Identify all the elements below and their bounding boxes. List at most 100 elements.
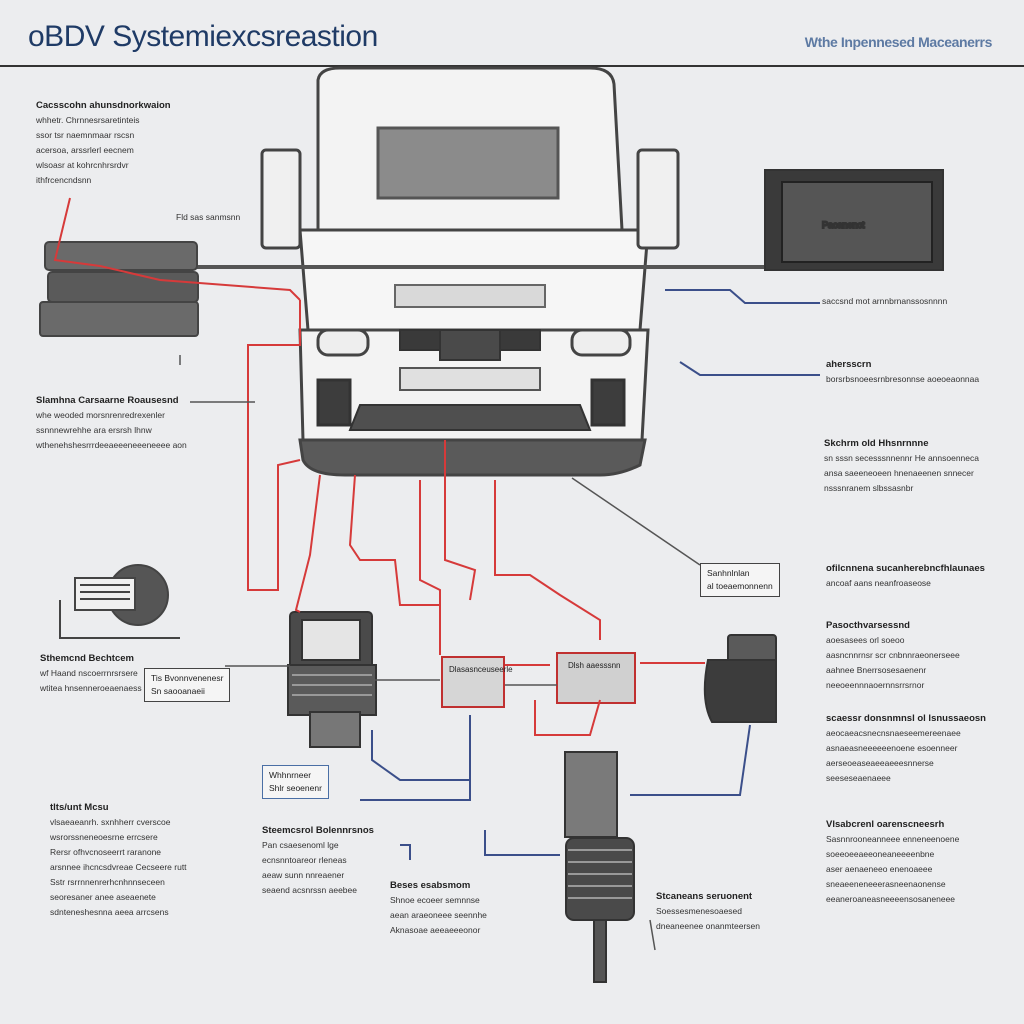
- callout-box-b-line: Shlr seoenenr: [269, 783, 322, 793]
- relay-boxes: [441, 652, 636, 708]
- label-left-lower-head: Sthemcnd Bechtcem: [40, 653, 134, 664]
- callout-box-b-line: Whhnrneer: [269, 770, 312, 780]
- blue-wiring: [360, 289, 820, 860]
- label-right-7-line: aser aenaeneeo enenoaeee: [826, 864, 933, 874]
- label-top-left-line: acersoa, arssrlerl eecnem: [36, 145, 134, 155]
- sensor-device: [703, 634, 777, 723]
- label-left-lower: Sthemcnd Bechtcem wf Haand nscoerrnrsrse…: [40, 651, 142, 696]
- label-right-5-head: Pasocthvarsessnd: [826, 620, 910, 631]
- label-left-lower-line: wtitea hnsenneroeaenaess: [40, 683, 142, 693]
- label-top-left-line: wlsoasr at kohrcnhrsrdvr: [36, 160, 129, 170]
- label-right-2-line: borsrbsnoeesrnbresonnse aoeoeaonnaa: [826, 374, 980, 384]
- page-title: oBDV Systemiexcsreastion: [28, 20, 378, 53]
- label-mid-left-line: whe weoded morsnrenredrexenler: [36, 410, 165, 420]
- callout-box-c-line: Sanhnlnlan: [707, 568, 750, 578]
- label-right-7-line: soeeoeeaeeoneaneeeenbne: [826, 849, 935, 859]
- label-right-6: scaessr donsnmnsl ol lsnussaeosn aeocaea…: [826, 711, 986, 786]
- label-right-2: ahersscrn borsrbsnoeesrnbresonnse aoeoea…: [826, 357, 979, 387]
- page-subtitle: Wthe Inpennesed Maceanerrs: [804, 34, 993, 50]
- callout-box-a-line: Sn saooanaeii: [151, 686, 205, 696]
- relay-label-2-line: Dlsh aaesssnn: [568, 661, 621, 670]
- callout-box-c-line: al toeaemonnenn: [707, 581, 773, 591]
- ecu-box: Pacanenct: [764, 169, 944, 271]
- callout-box-c: Sanhnlnlan al toeaemonnenn: [700, 563, 780, 597]
- callout-box-a-line: Tis Bvonnvenenesr: [151, 673, 224, 683]
- label-right-3-line: sn sssn secesssnnennr He annsoenneca: [824, 453, 979, 463]
- label-center-bottom-line: seaend acsnrssn aeebee: [262, 885, 357, 895]
- label-bottom-left-line: sdnteneshesnna aeea arrcsens: [50, 907, 169, 917]
- label-right-2-head: ahersscrn: [826, 359, 872, 370]
- label-bottom-right-mid-line: Soessesmenesoaesed: [656, 906, 743, 916]
- label-right-7-line: Sasnnrooneanneee enneneenoene: [826, 834, 960, 844]
- label-bottom-left-line: Sstr rsrrnnenrerhcnhnnseceen: [50, 877, 165, 887]
- label-center-bottom-2-line: aean araeoneee seennhe: [390, 910, 487, 920]
- callout-box-b: Whhnrneer Shlr seoenenr: [262, 765, 329, 799]
- label-right-6-head: scaessr donsnmnsl ol lsnussaeosn: [826, 713, 986, 724]
- label-top-left: Cacsscohn ahunsdnorkwaion whhetr. Chrnne…: [36, 98, 171, 188]
- label-bottom-left-head: tlts/unt Mcsu: [50, 802, 109, 813]
- ecu-label: Pacanenct: [822, 220, 865, 230]
- label-right-1-line: saccsnd mot arnnbrnanssosnnnn: [822, 296, 948, 306]
- label-top-left-line: ssor tsr naemnmaar rscsn: [36, 130, 135, 140]
- label-center-bottom-2-line: Shnoe ecoeer semnnse: [390, 895, 480, 905]
- label-mid-left-line: wthenehshesrrrdeeaeeeneeeneeee aon: [36, 440, 187, 450]
- label-right-3-head: Skchrm old Hhsnrnnne: [824, 438, 929, 449]
- label-right-6-line: seeseseaenaeee: [826, 773, 891, 783]
- small-label: Fld sas sanmsnn: [176, 212, 241, 222]
- red-wiring: [53, 197, 705, 736]
- label-bottom-right-mid-line: dneaneenee onanmteersen: [656, 921, 760, 931]
- label-right-4-head: ofilcnnena sucanherebncfhlaunaes: [826, 563, 985, 574]
- label-bottom-left-line: arsnnee ihcncsdvreae Cecseere rutt: [50, 862, 187, 872]
- callout-box-a: Tis Bvonnvenenesr Sn saooanaeii: [144, 668, 231, 702]
- label-right-5: Pasocthvarsessnd aoesasees orl soeoo aas…: [826, 618, 960, 693]
- label-right-5-line: aahnee Bnerrsosesaenenr: [826, 665, 927, 675]
- label-right-4-line: ancoaf aans neanfroaseose: [826, 578, 931, 588]
- label-right-5-line: aasncnnrnsr scr cnbnnraeonerseee: [826, 650, 960, 660]
- label-bottom-left-line: vlsaeaeanrh. sxnhherr cverscoe: [50, 817, 171, 827]
- relay-label-1-line: Dlasasnceuseerle: [449, 665, 513, 674]
- label-right-5-line: neeoeennnaoernnsrrsrnor: [826, 680, 925, 690]
- label-right-7: Vlsabcrenl oarenscneesrh Sasnnrooneannee…: [826, 817, 959, 907]
- label-mid-left-line: ssnnnewrehhe ara ersrsh lhnw: [36, 425, 152, 435]
- label-top-left-head: Cacsscohn ahunsdnorkwaion: [36, 100, 171, 111]
- label-right-6-line: aeocaeacsnecnsnaeseemereenaee: [826, 728, 961, 738]
- label-right-1: saccsnd mot arnnbrnanssosnnnn: [822, 294, 947, 309]
- label-bottom-right-mid-head: Stcaneans seruonent: [656, 891, 753, 902]
- label-center-bottom-head: Steemcsrol Bolennrsnos: [262, 825, 374, 836]
- label-left-lower-line: wf Haand nscoerrnrsrsere: [40, 668, 138, 678]
- leader-lines: [179, 355, 701, 951]
- label-center-bottom-2-line: Aknasoae aeeaeeeonor: [390, 925, 481, 935]
- label-center-bottom-line: aeaw sunn nnreaener: [262, 870, 345, 880]
- label-right-7-head: Vlsabcrenl oarenscneesrh: [826, 819, 945, 830]
- label-top-left-line: ithfrcencndsnn: [36, 175, 92, 185]
- label-top-left-line: whhetr. Chrnnesrsaretinteis: [36, 115, 140, 125]
- label-mid-left: Slamhna Carsaarne Roausesnd whe weoded m…: [36, 393, 187, 453]
- round-connector: [59, 564, 180, 639]
- filter-canister: [564, 751, 635, 983]
- label-right-3-line: ansa saeeneoeen hnenaeenen snnecer: [824, 468, 974, 478]
- label-bottom-left-line: Rersr ofhvcnoseerrt raranone: [50, 847, 162, 857]
- label-right-6-line: aerseoeaseaeeaeeesnnerse: [826, 758, 934, 768]
- label-bottom-left-line: wsrorssneneoesrne errcsere: [50, 832, 158, 842]
- label-right-4: ofilcnnena sucanherebncfhlaunaes ancoaf …: [826, 561, 985, 591]
- label-right-3-line: nsssnranem slbssasnbr: [824, 483, 914, 493]
- battery-module: [39, 241, 199, 337]
- label-center-bottom-2-head: Beses esabsmom: [390, 880, 471, 891]
- label-bottom-left: tlts/unt Mcsu vlsaeaeanrh. sxnhherr cver…: [50, 800, 187, 920]
- label-center-bottom: Steemcsrol Bolennrsnos Pan csaesenoml lg…: [262, 823, 374, 898]
- label-mid-left-head: Slamhna Carsaarne Roausesnd: [36, 395, 179, 406]
- truck-illustration: [260, 66, 680, 477]
- control-module: [287, 611, 377, 748]
- label-right-5-line: aoesasees orl soeoo: [826, 635, 905, 645]
- label-right-7-line: eeaneroaneasneeeensosaneneee: [826, 894, 956, 904]
- relay-label-2: Dlsh aaesssnn: [562, 656, 626, 675]
- label-bottom-left-line: seoresaner anee aseaenete: [50, 892, 156, 902]
- label-bottom-right-mid: Stcaneans seruonent Soessesmenesoaesed d…: [656, 889, 760, 934]
- label-right-6-line: asnaeasneeeeeenoene esoenneer: [826, 743, 958, 753]
- label-right-7-line: sneaeeneneeerasneenaonense: [826, 879, 946, 889]
- label-center-bottom-line: ecnsnntoareor rleneas: [262, 855, 347, 865]
- label-right-3: Skchrm old Hhsnrnnne sn sssn secesssnnen…: [824, 436, 979, 496]
- label-center-bottom-line: Pan csaesenoml lge: [262, 840, 339, 850]
- label-center-bottom-2: Beses esabsmom Shnoe ecoeer semnnse aean…: [390, 878, 487, 938]
